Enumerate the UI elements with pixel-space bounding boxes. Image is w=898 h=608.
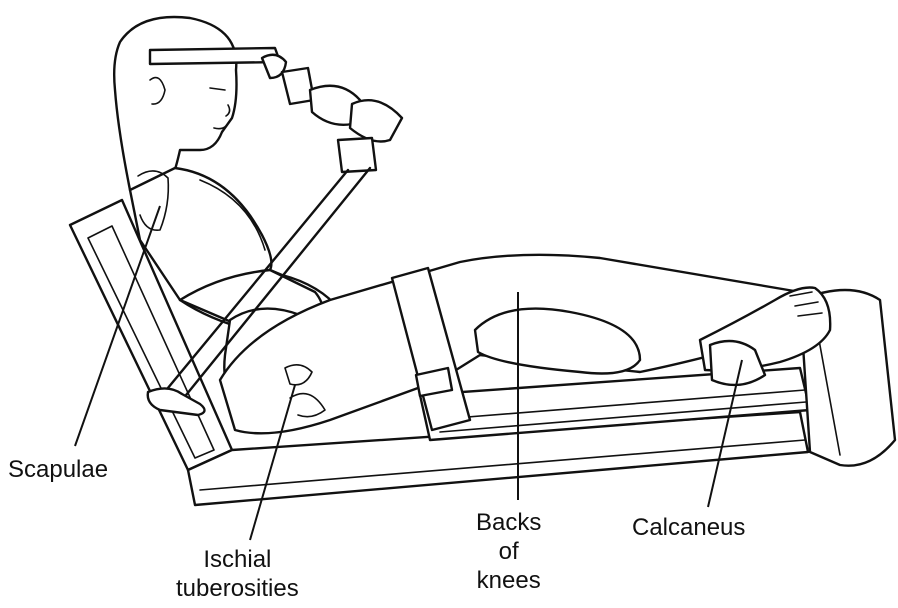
- label-calcaneus: Calcaneus: [632, 513, 745, 542]
- label-ischial-line2: tuberosities: [176, 574, 299, 603]
- label-scapulae: Scapulae: [8, 455, 108, 484]
- label-backs-line2: of: [476, 537, 541, 566]
- label-backs-line1: Backs: [476, 508, 541, 537]
- label-ischial-tuberosities: Ischial tuberosities: [176, 545, 299, 603]
- patient-figure: [114, 17, 830, 433]
- label-ischial-line1: Ischial: [176, 545, 299, 574]
- label-backs-line3: knees: [476, 566, 541, 595]
- label-backs-of-knees: Backs of knees: [476, 508, 541, 595]
